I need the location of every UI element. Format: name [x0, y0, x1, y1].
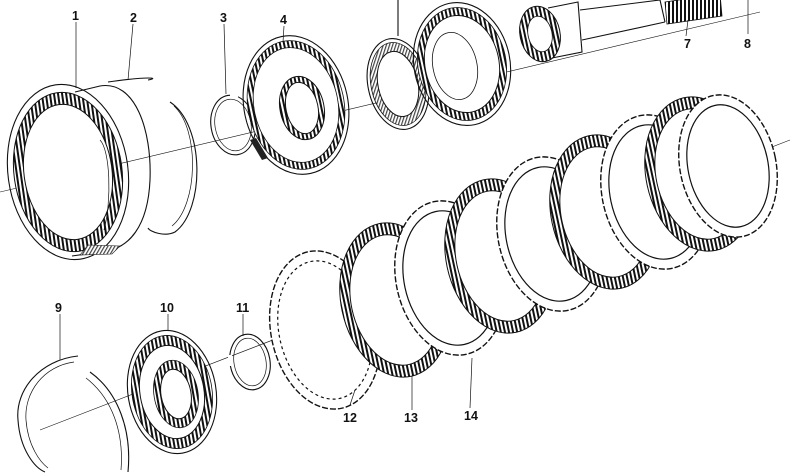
- callout-2: 2: [130, 11, 137, 25]
- callout-12: 12: [343, 411, 357, 425]
- callout-10: 10: [160, 301, 174, 315]
- part-7-splined-shaft: [519, 0, 723, 63]
- callout-3: 3: [220, 11, 227, 25]
- part-1-ring-gear-drum: [6, 83, 151, 261]
- part-10-splined-hub: [126, 329, 218, 455]
- callout-13: 13: [404, 411, 418, 425]
- callout-9: 9: [55, 301, 62, 315]
- part-6-gear: [412, 1, 512, 127]
- callout-4: 4: [280, 13, 287, 27]
- part-2-snap-ring: [107, 77, 198, 235]
- callout-11: 11: [236, 301, 249, 315]
- callout-1: 1: [72, 9, 79, 23]
- part-4-gear-hub: [242, 35, 350, 175]
- callout-labels: 1 2 3 4 7 8 9 10 11 12 13 14: [55, 9, 751, 425]
- part-9-large-snap-ring: [17, 355, 130, 473]
- clutch-plate-internal-5: [678, 94, 778, 238]
- callout-7: 7: [684, 37, 691, 51]
- leader-lines: [59, 0, 749, 410]
- part-11-small-snap-ring: [228, 333, 271, 391]
- callout-14: 14: [464, 409, 478, 423]
- clutch-pack: [268, 94, 778, 410]
- callout-8: 8: [744, 37, 751, 51]
- part-5-needle-bearing-cage: [366, 0, 430, 130]
